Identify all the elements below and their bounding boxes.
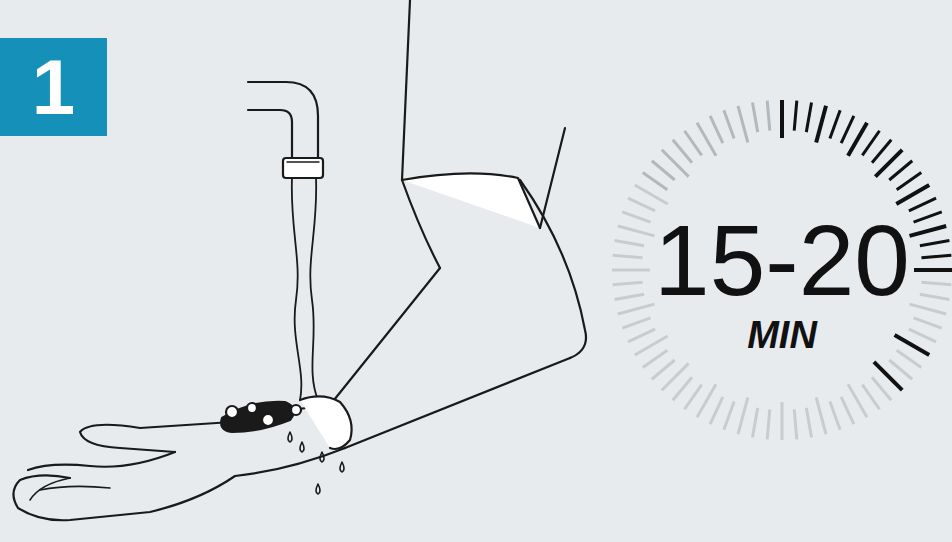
timer-tick [710,116,723,143]
timer-tick [806,103,811,133]
blister [291,405,301,415]
timer-tick [628,198,655,211]
timer-tick [618,304,655,314]
timer-tick [897,350,922,367]
timer-tick [920,240,950,245]
timer-tick [724,110,734,138]
timer-tick [910,226,947,236]
timer-tick [613,282,643,285]
timer-tick [914,212,942,222]
water-drop [320,452,324,462]
step-number: 1 [0,38,107,136]
timer-tick [781,402,784,440]
timer-tick [652,161,675,180]
timer-tick [816,106,826,143]
blister [226,406,238,418]
blister [262,414,274,426]
timer-tick [914,318,942,328]
timer-tick [767,409,770,439]
timer-tick [622,212,650,222]
timer-tick [724,402,734,430]
timer-tick [896,185,929,204]
timer-tick [710,397,723,424]
timer-tick [643,172,668,189]
timer-tick [909,329,936,342]
arm-outline [520,180,586,358]
timer-tick [848,384,867,417]
timer-tick [684,131,701,156]
timer-tick [612,269,650,272]
faucet-nozzle [287,161,319,162]
timer-tick [897,172,922,189]
timer-dial: 15-20MIN [610,98,952,442]
timer-tick [673,377,692,400]
coat-outline [402,0,410,180]
finger-outline [40,486,110,490]
timer-tick [628,329,655,342]
water-splash [300,396,352,449]
timer-tick [697,123,716,156]
water-stream [310,178,318,400]
timer-tick [830,110,840,138]
timer-tick [872,377,891,400]
timer-tick [806,408,811,438]
blister [247,403,257,413]
timer-tick [909,198,936,211]
timer-unit: MIN [610,312,952,358]
finger-outline [28,452,175,470]
timer-tick [889,360,912,379]
timer-tick [794,101,797,131]
timer-tick [752,408,757,438]
timer-tick [921,255,951,258]
forearm-outline [345,358,570,448]
timer-tick [872,140,891,163]
faucet-pipe [248,82,318,158]
burn-mark [221,402,294,432]
timer-tick [841,397,854,424]
timer-tick [841,116,854,143]
timer-tick [643,350,668,367]
timer-tick [862,385,879,410]
water-drop [340,462,344,472]
timer-tick [635,336,668,355]
timer-tick [767,101,770,131]
timer-tick [684,385,701,410]
timer-tick [615,294,645,299]
timer-tick [615,240,645,245]
timer-tick [921,282,951,285]
timer-tick [794,409,797,439]
timer-tick [752,103,757,133]
faucet-pipe [248,110,292,158]
timer-tick [738,398,748,435]
timer-tick [780,100,784,138]
coat-outline [540,128,565,228]
timer-tick [622,318,650,328]
timer-tick [862,131,879,156]
hand-outline [13,448,345,520]
timer-tick [910,304,947,314]
timer-tick [816,398,826,435]
timer-tick [914,268,952,272]
water-stream [292,178,302,400]
faucet-nozzle [283,158,323,178]
timer-tick [889,161,912,180]
sleeve-cuff [402,173,540,228]
arm-outline [402,180,440,268]
timer-tick [673,140,692,163]
timer-tick [830,402,840,430]
forearm-outline [330,268,440,405]
step-badge: 1 [0,38,107,136]
timer-tick [738,106,748,143]
timer-digits: 15-20 [610,210,952,310]
hand-outline [80,405,330,452]
water-drop [300,442,304,452]
timer-tick [613,255,643,258]
water-drop [316,484,320,494]
timer-tick [618,226,655,236]
timer-tick [920,294,950,299]
timer-tick [652,360,675,379]
water-drop [288,432,292,442]
